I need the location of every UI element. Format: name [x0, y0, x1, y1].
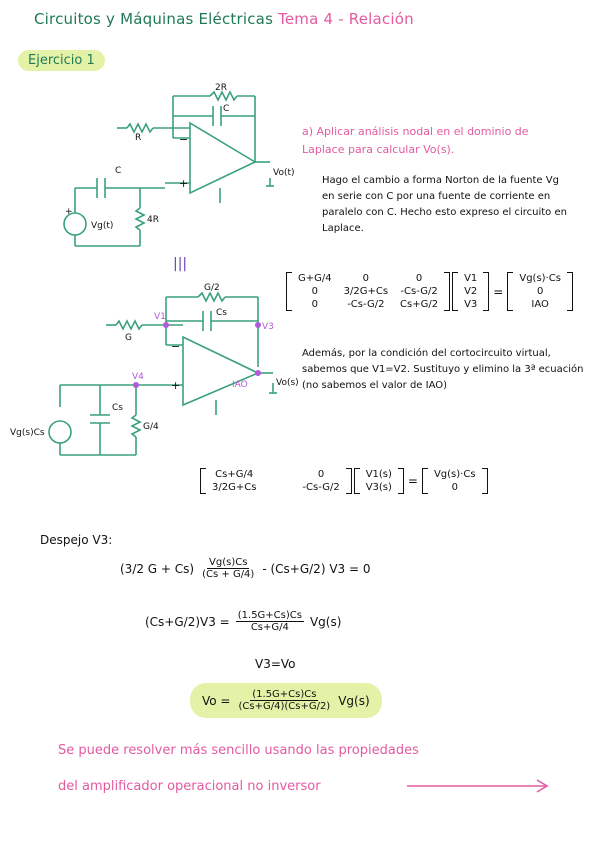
label-vg-s-cs: Vg(s)Cs — [10, 428, 45, 438]
virtual-short-paragraph: Además, por la condición del cortocircui… — [302, 348, 584, 391]
label-i-ao: IAO — [232, 380, 248, 390]
label-2r: 2R — [215, 83, 227, 93]
equivalence-mark: ||| — [173, 256, 188, 272]
label-vg-t: Vg(t) — [91, 221, 113, 231]
plus-sign-2: + — [171, 379, 180, 392]
label-g-half: G/2 — [204, 283, 220, 293]
label-c-top: C — [223, 104, 229, 114]
label-node-v4: V4 — [132, 372, 144, 382]
equation-2: (Cs+G/2)V3 = (1.5G+Cs)Cs Cs+G/4 Vg(s) — [145, 610, 342, 633]
equation-1: (3/2 G + Cs) Vg(s)Cs (Cs + G/4) - (Cs+G/… — [120, 557, 371, 580]
matrix2-vector: V1(s) V3(s) — [365, 469, 392, 493]
question-a: a) Aplicar análisis nodal en el dominio … — [302, 125, 529, 156]
label-cs-top: Cs — [216, 308, 227, 318]
despejo-label: Despejo V3: — [40, 533, 113, 547]
page-title: Circuitos y Máquinas Eléctricas Tema 4 -… — [34, 10, 414, 28]
title-subject: Circuitos y Máquinas Eléctricas — [34, 10, 274, 28]
label-cs-shunt: Cs — [112, 403, 123, 413]
matrix2-rhs: Vg(s)·Cs 0 — [433, 469, 476, 493]
label-vo-s: Vo(s) — [276, 378, 298, 388]
final-result: Vo = (1.5G+Cs)Cs (Cs+G/4)(Cs+G/2) Vg(s) — [190, 683, 382, 718]
norton-paragraph: Hago el cambio a forma Norton de la fuen… — [322, 175, 567, 234]
label-node-v3: V3 — [262, 322, 274, 332]
title-topic: Tema 4 - Relación — [278, 10, 414, 28]
node-v4-dot — [133, 382, 139, 388]
minus-sign: − — [179, 133, 188, 146]
minus-sign-2: − — [171, 340, 180, 353]
label-g-quarter: G/4 — [143, 422, 159, 432]
circuit-diagram-time-domain: 2R C R C 4R Vg(t) Vo(t) − + + — [63, 83, 295, 247]
matrix1-vector: V1 V2 V3 — [464, 273, 478, 310]
exercise-badge: Ejercicio 1 — [18, 50, 105, 71]
label-c-in: C — [115, 166, 121, 176]
label-g: G — [125, 333, 132, 343]
label-vo-t: Vo(t) — [273, 168, 295, 178]
circuit-diagram-laplace: G/2 Cs G V1 V3 V4 Cs G/4 Vg(s)Cs IAO Vo(… — [10, 283, 298, 456]
plus-sign: + — [179, 177, 188, 190]
right-arrow-icon — [407, 779, 549, 793]
label-r: R — [135, 133, 141, 143]
matrix1-rhs: Vg(s)·Cs 0 IAO — [519, 273, 561, 310]
node-v3-dot — [255, 322, 261, 328]
label-4r: 4R — [147, 215, 159, 225]
node-v1-dot — [163, 322, 169, 328]
equation-3: V3=Vo — [255, 657, 296, 671]
note-line-2: del amplificador operacional no inversor — [58, 779, 321, 794]
note-line-1: Se puede resolver más sencillo usando la… — [58, 743, 419, 758]
plus-sign-source: + — [65, 207, 73, 217]
node-out-dot — [255, 370, 261, 376]
label-node-v1: V1 — [154, 312, 166, 322]
